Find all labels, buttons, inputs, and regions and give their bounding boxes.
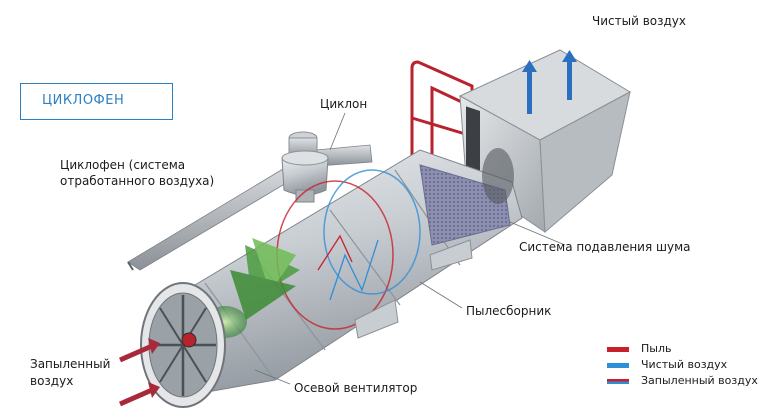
support-frame	[354, 239, 473, 339]
label-dusty-air-line1: Запыленный	[30, 357, 111, 371]
legend-label-dusty-air: Запыленный воздух	[641, 374, 758, 387]
dusty-air-arrows	[118, 338, 160, 407]
clean-air-arrows	[522, 50, 577, 114]
fan-blades	[230, 238, 300, 320]
leader-lines	[254, 112, 566, 385]
cyclone-unit	[281, 131, 329, 203]
main-drum	[169, 148, 523, 396]
label-cyclofen-line1: Циклофен (система	[60, 158, 186, 172]
legend-label-dust: Пыль	[641, 342, 672, 355]
legend-swatch-dust	[607, 347, 629, 352]
red-handrail	[410, 60, 474, 170]
label-cyclone: Циклон	[320, 97, 368, 111]
label-cyclofen-line2: отработанного воздуха)	[60, 174, 215, 188]
legend-label-clean-air: Чистый воздух	[641, 358, 728, 371]
label-dust-collector: Пылесборник	[466, 304, 552, 318]
label-dusty-air-line2: воздух	[30, 374, 74, 388]
title-box: ЦИКЛОФЕН	[20, 83, 173, 120]
legend-swatch-clean-air	[607, 363, 629, 368]
label-noise-system: Система подавления шума	[519, 240, 691, 254]
inlet-face	[140, 282, 226, 408]
exhaust-pipe	[127, 144, 373, 271]
diagram-title: ЦИКЛОФЕН	[42, 93, 125, 108]
label-axial-fan: Осевой вентилятор	[294, 381, 418, 395]
legend-swatch-dusty-air	[607, 379, 629, 384]
label-clean-air: Чистый воздух	[592, 14, 686, 28]
